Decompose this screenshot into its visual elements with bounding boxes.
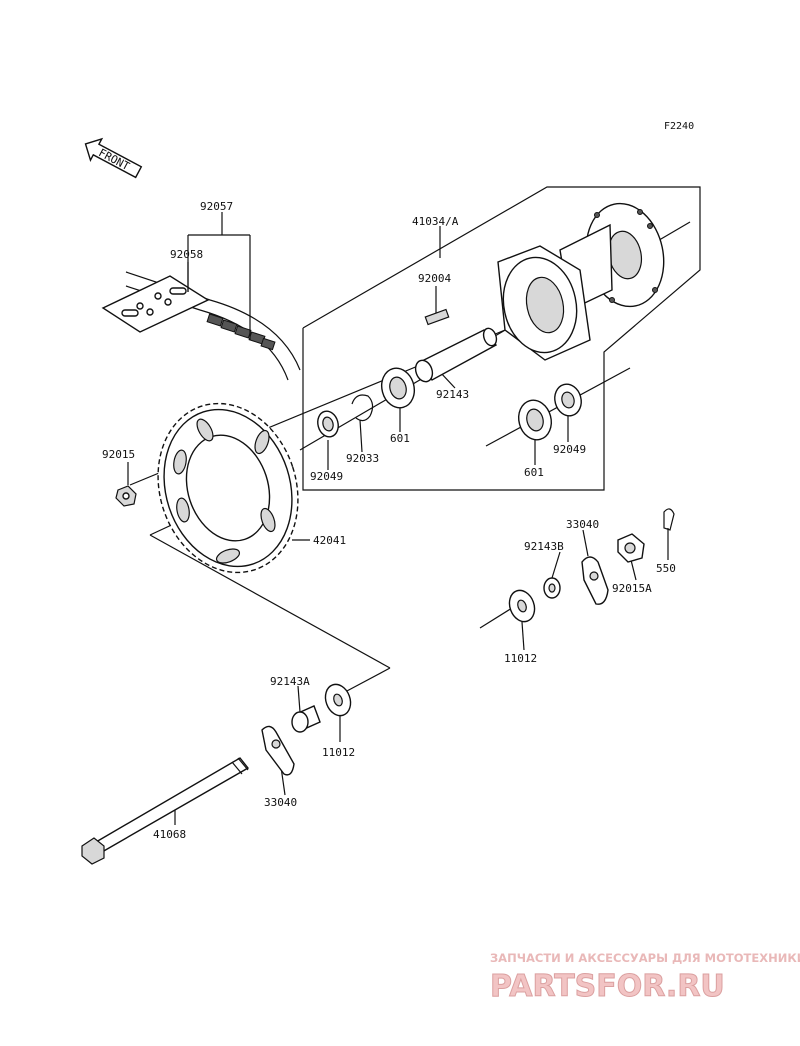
label-92143: 92143 [436, 388, 469, 401]
axle-collar-right [543, 577, 561, 599]
label-42041: 42041 [313, 534, 346, 547]
watermark: ЗАПЧАСТИ И АКСЕССУАРЫ ДЛЯ МОТОТЕХНИКИ PA… [490, 951, 800, 1005]
wheel-bearing-right [518, 399, 552, 441]
axle-nut [617, 533, 645, 563]
label-33040-right: 33040 [566, 518, 599, 531]
label-92143a: 92143A [270, 675, 310, 688]
chain-joint-kit [101, 275, 210, 333]
front-label: FRONT [96, 146, 132, 173]
label-92049-left: 92049 [310, 470, 343, 483]
chain-adjuster-left [261, 725, 295, 776]
label-601-right: 601 [524, 466, 544, 479]
spacer-tube [414, 327, 498, 383]
circlip [351, 394, 374, 422]
label-92049-right: 92049 [553, 443, 586, 456]
label-92143b: 92143B [524, 540, 564, 553]
label-92057: 92057 [200, 200, 233, 213]
rear-hub [497, 202, 665, 361]
rear-sprocket [157, 402, 299, 574]
rear-axle [81, 757, 250, 865]
hub-assembly-frame [302, 186, 701, 491]
label-92058: 92058 [170, 248, 203, 261]
chain-adjuster-right [581, 556, 609, 605]
washer-right [508, 589, 536, 623]
label-41034: 41034/A [412, 215, 459, 228]
label-11012-left: 11012 [322, 746, 355, 759]
oil-seal-left [317, 410, 339, 438]
washer-left [324, 683, 352, 717]
label-92004: 92004 [418, 272, 451, 285]
label-92015: 92015 [102, 448, 135, 461]
leader-lines [127, 212, 669, 825]
label-92033: 92033 [346, 452, 379, 465]
axle-collar-left [291, 705, 321, 733]
label-41068: 41068 [153, 828, 186, 841]
label-550: 550 [656, 562, 676, 575]
label-601-left: 601 [390, 432, 410, 445]
part-labels: 92057 92058 41034/A 92004 92143 92015 92… [102, 200, 676, 841]
watermark-tagline: ЗАПЧАСТИ И АКСЕССУАРЫ ДЛЯ МОТОТЕХНИКИ [490, 951, 800, 965]
label-33040-left: 33040 [264, 796, 297, 809]
sprocket-nut [115, 485, 137, 507]
diagram-code: F2240 [664, 121, 694, 132]
drive-chain [125, 271, 301, 381]
front-direction-arrow: FRONT [84, 137, 143, 179]
oil-seal-right [554, 383, 582, 417]
cotter-pin [663, 508, 675, 531]
watermark-brand: PARTSFOR.RU [490, 969, 725, 1004]
chain-links [206, 313, 276, 351]
hub-collar [424, 308, 450, 326]
label-11012-right: 11012 [504, 652, 537, 665]
wheel-bearing-left [381, 367, 415, 409]
label-92015a: 92015A [612, 582, 652, 595]
